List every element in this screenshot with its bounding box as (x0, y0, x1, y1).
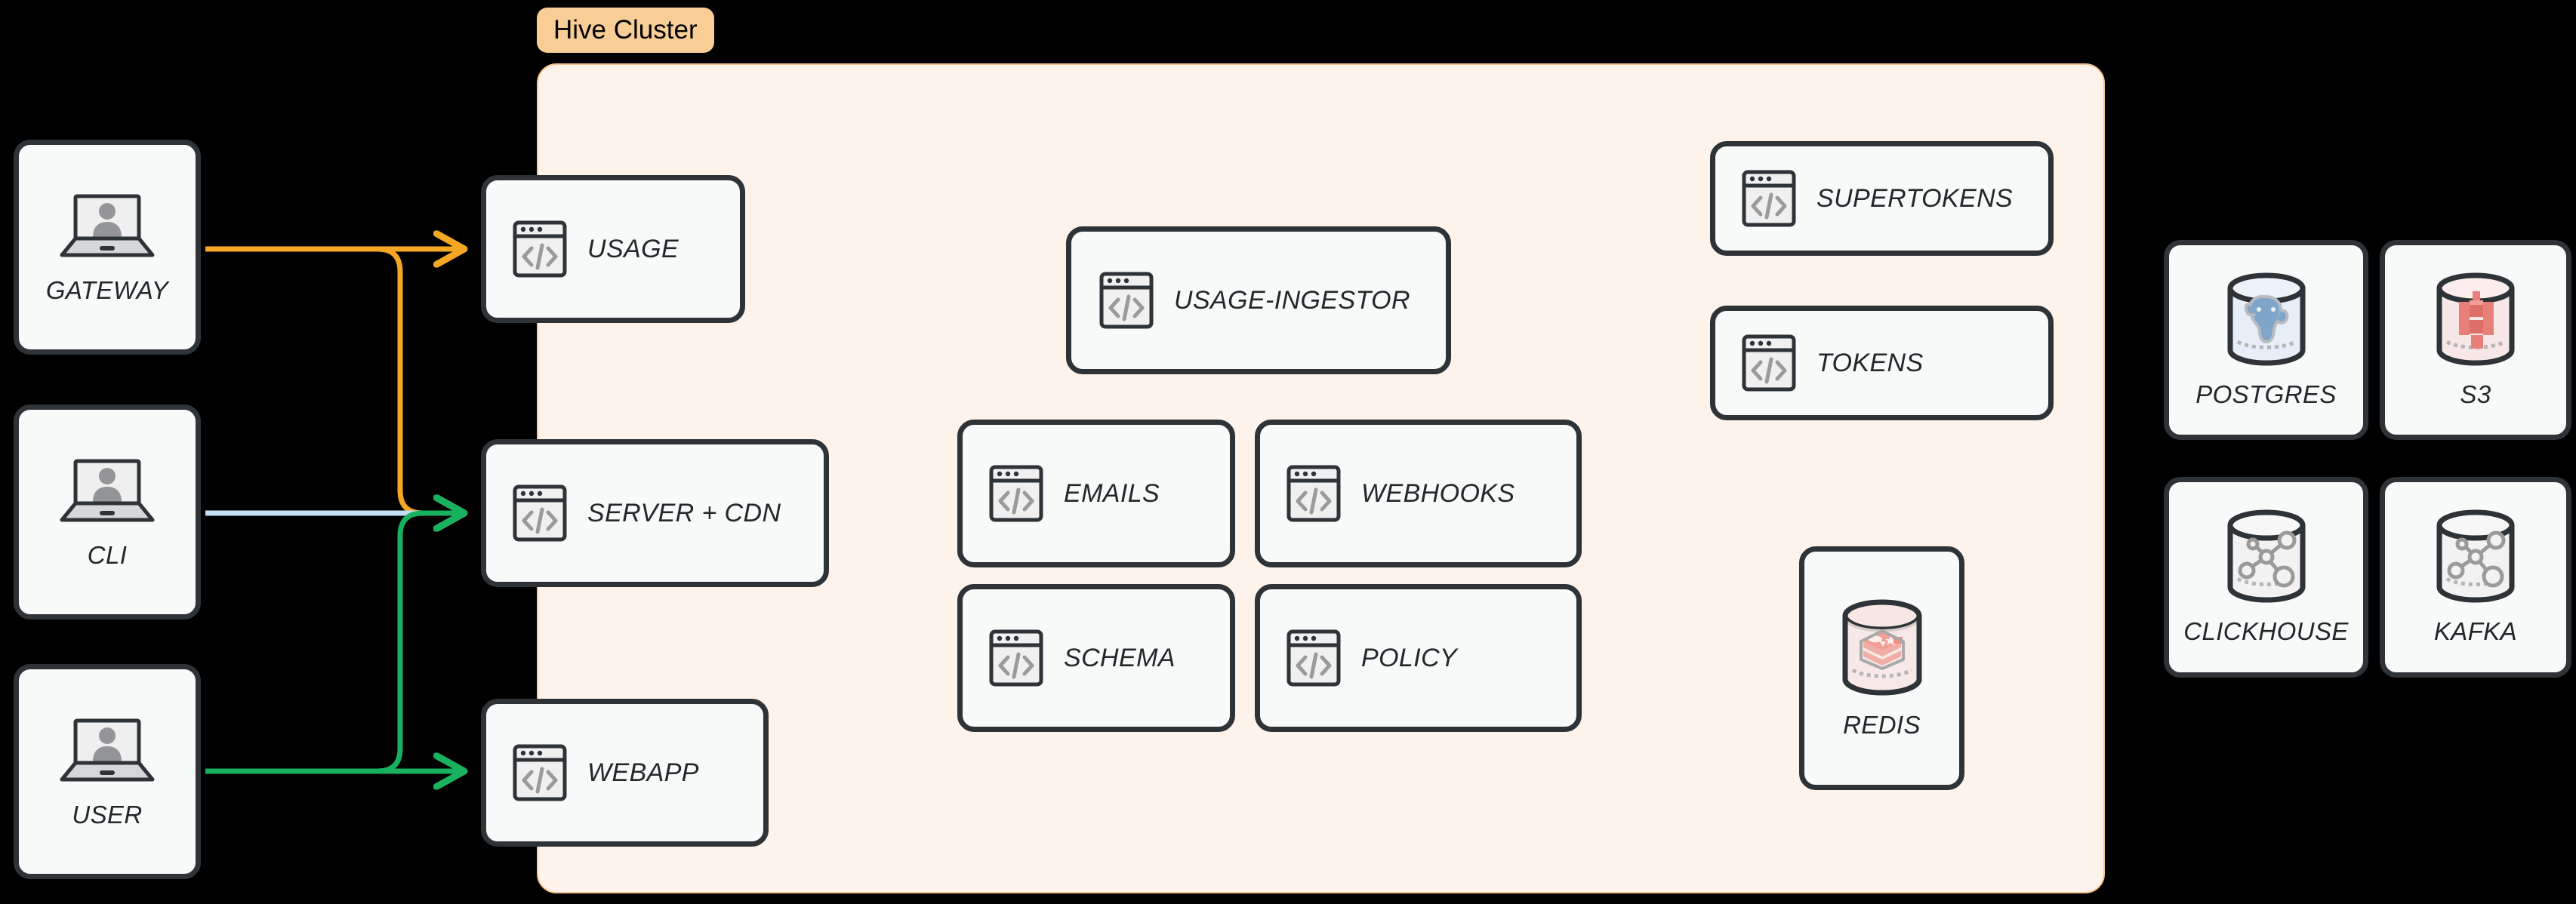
service-node-webapp[interactable]: WEBAPP (481, 699, 769, 847)
service-label-supertokens: SUPERTOKENS (1816, 183, 2014, 213)
code-window-icon (1741, 169, 1797, 228)
service-label-tokens: TOKENS (1816, 348, 1924, 377)
client-label-cli: CLI (87, 540, 128, 569)
datastore-node-postgres[interactable]: POSTGRES (2164, 240, 2368, 440)
client-label-gateway: GATEWAY (45, 275, 169, 304)
service-label-usage: USAGE (587, 234, 679, 263)
laptop-user-icon (59, 455, 156, 527)
code-window-icon (1741, 334, 1797, 392)
code-window-icon (1286, 629, 1342, 687)
service-label-webapp: WEBAPP (587, 758, 699, 787)
code-window-icon (512, 220, 568, 278)
laptop-user-icon (59, 715, 156, 787)
code-window-icon (1286, 464, 1342, 523)
datastore-node-s3[interactable]: S3 (2380, 240, 2571, 440)
service-label-webhooks: WEBHOOKS (1361, 478, 1515, 508)
client-node-cli[interactable]: CLI (14, 404, 201, 620)
service-node-webhooks[interactable]: WEBHOOKS (1255, 420, 1582, 567)
datastore-label-kafka: KAFKA (2433, 617, 2518, 645)
datastore-label-s3: S3 (2460, 380, 2491, 408)
gateway-to-server-cdn-edge (205, 246, 464, 513)
client-label-user: USER (72, 800, 143, 829)
client-node-user[interactable]: USER (14, 664, 201, 879)
s3-database-icon (2430, 272, 2521, 367)
service-label-server-cdn: SERVER + CDN (587, 498, 781, 527)
service-node-schema[interactable]: SCHEMA (957, 584, 1235, 732)
generic-database-icon (2430, 509, 2521, 604)
code-window-icon (1098, 271, 1154, 330)
generic-database-icon (2221, 509, 2312, 604)
laptop-user-icon (59, 190, 156, 263)
code-window-icon (988, 464, 1044, 523)
service-node-server-cdn[interactable]: SERVER + CDN (481, 439, 829, 587)
service-node-emails[interactable]: EMAILS (957, 420, 1235, 567)
service-node-policy[interactable]: POLICY (1255, 584, 1582, 732)
hive-cluster-badge[interactable]: Hive Cluster (537, 8, 714, 53)
client-node-gateway[interactable]: GATEWAY (14, 140, 201, 355)
postgres-database-icon (2221, 272, 2312, 367)
code-window-icon (512, 484, 568, 543)
service-node-usage-ingestor[interactable]: USAGE-INGESTOR (1066, 226, 1451, 374)
datastore-node-clickhouse[interactable]: CLICKHOUSE (2164, 477, 2368, 678)
datastore-label-clickhouse: CLICKHOUSE (2183, 617, 2349, 645)
service-label-policy: POLICY (1361, 643, 1458, 672)
service-label-emails: EMAILS (1064, 478, 1160, 508)
code-window-icon (988, 629, 1044, 687)
service-label-schema: SCHEMA (1064, 643, 1176, 672)
user-to-server-cdn-edge (205, 513, 464, 774)
service-node-supertokens[interactable]: SUPERTOKENS (1710, 141, 2054, 256)
code-window-icon (512, 743, 568, 802)
datastore-label-redis: REDIS (1843, 710, 1921, 739)
datastore-node-redis[interactable]: REDIS (1799, 546, 1964, 790)
datastore-node-kafka[interactable]: KAFKA (2380, 477, 2571, 678)
service-label-usage-ingestor: USAGE-INGESTOR (1174, 285, 1410, 315)
datastore-label-postgres: POSTGRES (2195, 380, 2337, 408)
redis-database-icon (1836, 598, 1928, 697)
service-node-tokens[interactable]: TOKENS (1710, 306, 2054, 420)
service-node-usage[interactable]: USAGE (481, 175, 745, 323)
